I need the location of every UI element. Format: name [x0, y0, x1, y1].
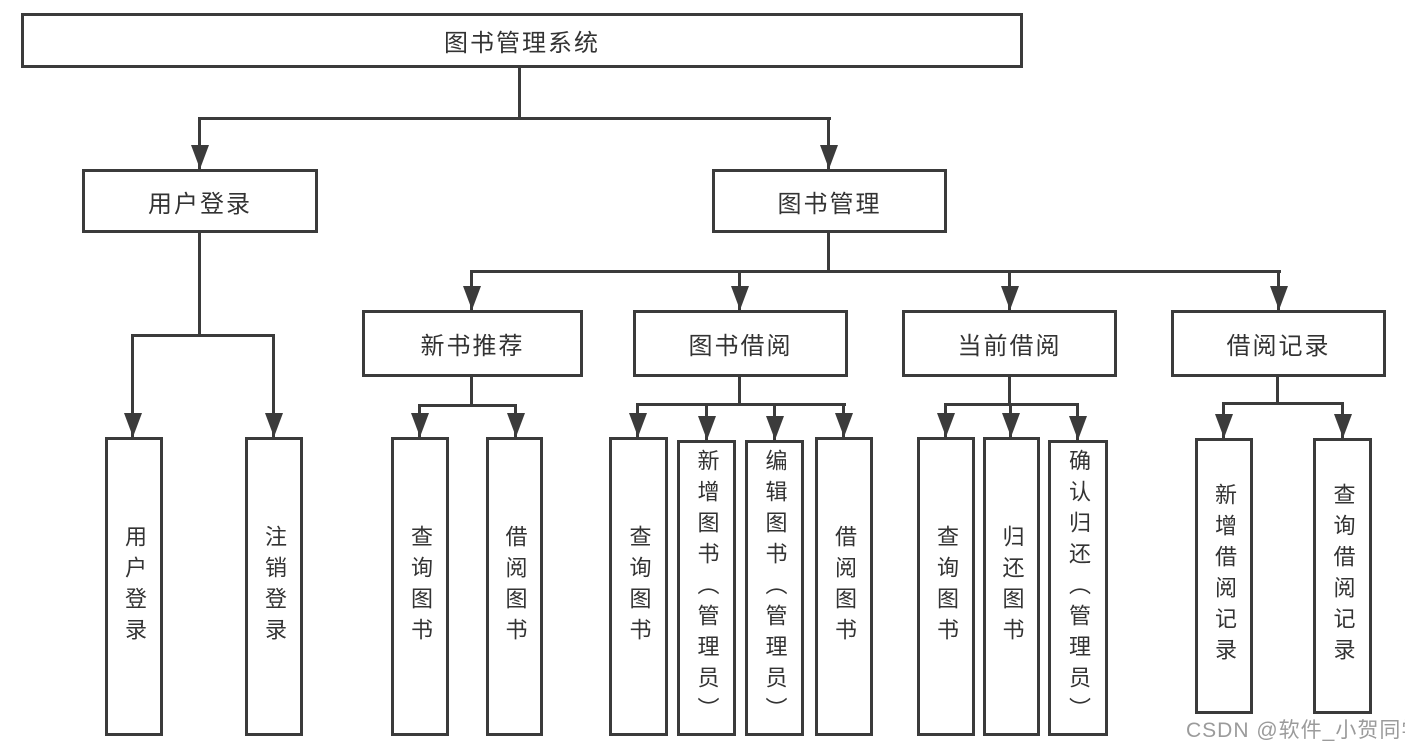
leaf-add-borrow-record: 新增借阅记录 [1195, 438, 1253, 714]
leaf-add-book-admin: 新增图书（管理员） [677, 440, 736, 736]
connector-drop-leaf [272, 334, 275, 437]
leaf-user-login: 用户登录 [105, 437, 163, 736]
arrow-down [1215, 414, 1233, 438]
arrow-down [1270, 286, 1288, 310]
arrow-down [463, 286, 481, 310]
arrow-down [411, 413, 429, 437]
node-book-borrow: 图书借阅 [633, 310, 848, 377]
connector-current-rail [946, 403, 1079, 406]
leaf-return-books: 归还图书 [983, 437, 1040, 736]
arrow-down [820, 145, 838, 169]
arrow-down [124, 413, 142, 437]
arrow-down [191, 145, 209, 169]
arrow-down [1069, 416, 1087, 440]
connector-userlogin-rail [133, 334, 275, 337]
leaf-query-books-1: 查询图书 [391, 437, 449, 736]
connector-drop-leaf [131, 334, 134, 437]
arrow-down [507, 413, 525, 437]
arrow-down [629, 413, 647, 437]
leaf-query-books-3: 查询图书 [917, 437, 975, 736]
connector-userlogin-trunk [198, 233, 201, 337]
leaf-edit-book-admin: 编辑图书（管理员） [745, 440, 804, 736]
arrow-down [698, 416, 716, 440]
leaf-borrow-books-1: 借阅图书 [486, 437, 543, 736]
connector-records-trunk [1276, 377, 1279, 405]
connector-drop-user-login [198, 117, 201, 169]
connector-current-trunk [1008, 377, 1011, 406]
leaf-logout: 注销登录 [245, 437, 303, 736]
arrow-down [731, 286, 749, 310]
node-borrow-records: 借阅记录 [1171, 310, 1386, 377]
node-new-book-recommend: 新书推荐 [362, 310, 583, 377]
connector-bookmgmt-rail [471, 270, 1281, 273]
leaf-query-borrow-record: 查询借阅记录 [1313, 438, 1372, 714]
connector-borrow-rail [638, 403, 846, 406]
connector-drop-book-mgmt [827, 117, 830, 169]
arrow-down [937, 413, 955, 437]
connector-borrow-trunk [738, 377, 741, 406]
connector-root-rail [199, 117, 831, 120]
arrow-down [265, 413, 283, 437]
arrow-down [1001, 286, 1019, 310]
node-book-management: 图书管理 [712, 169, 947, 233]
connector-bookmgmt-trunk [827, 233, 830, 273]
arrow-down [766, 416, 784, 440]
leaf-query-books-2: 查询图书 [609, 437, 668, 736]
connector-newbooks-rail [420, 404, 517, 407]
node-root: 图书管理系统 [21, 13, 1023, 68]
watermark: CSDN @软件_小贺同学 [1186, 719, 1405, 742]
arrow-down [1002, 413, 1020, 437]
connector-newbooks-trunk [470, 377, 473, 407]
arrow-down [835, 413, 853, 437]
node-user-login: 用户登录 [82, 169, 318, 233]
node-current-borrow: 当前借阅 [902, 310, 1117, 377]
connector-records-rail [1224, 402, 1344, 405]
leaf-confirm-return-admin: 确认归还（管理员） [1048, 440, 1108, 736]
connector-root-trunk [518, 68, 521, 119]
arrow-down [1334, 414, 1352, 438]
leaf-borrow-books-2: 借阅图书 [815, 437, 873, 736]
